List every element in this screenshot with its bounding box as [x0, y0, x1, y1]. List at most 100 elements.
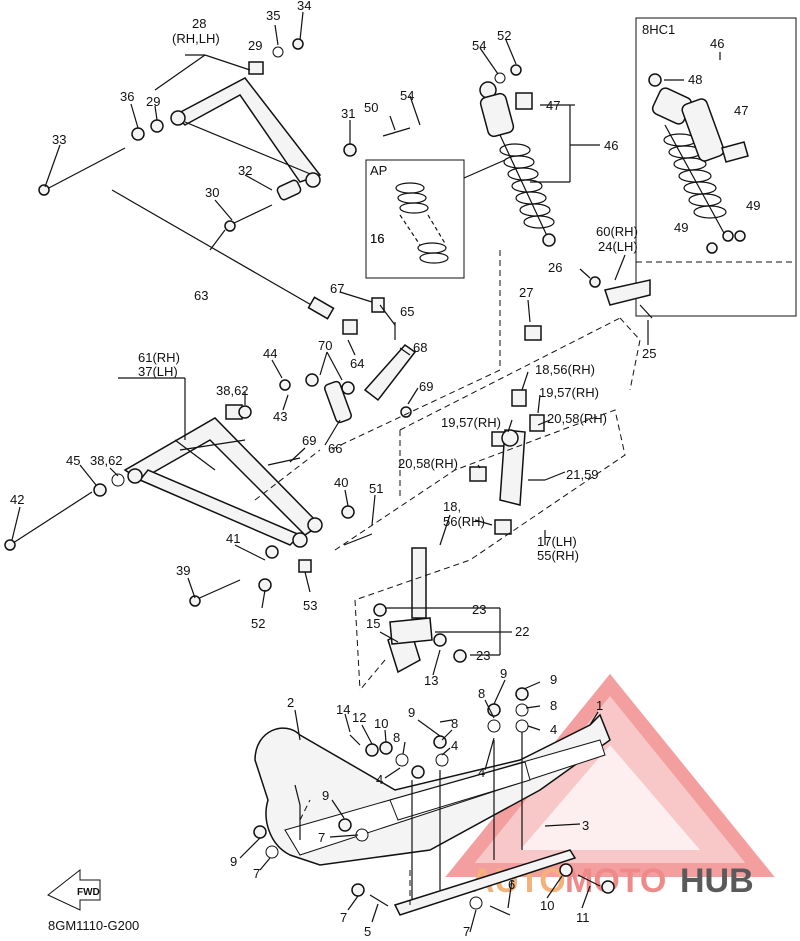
callout: 9: [322, 788, 329, 803]
callout: 4: [376, 772, 383, 787]
callout: 50: [364, 100, 378, 115]
callout: 53: [303, 598, 317, 613]
callout: 15: [366, 616, 380, 631]
inset-ap: AP 16: [365, 159, 506, 279]
callout: 20,58(RH): [547, 411, 607, 426]
inset-8hc1: 8HC1 46 48 47 49 49: [635, 17, 797, 317]
callout: 29: [248, 38, 262, 53]
callout: 70: [318, 338, 332, 353]
callout: 17(LH): [537, 534, 577, 549]
upper-arm-shaft: [38, 119, 164, 196]
callout: 6: [508, 877, 515, 892]
callout: 25: [642, 346, 656, 361]
callout: 40: [334, 475, 348, 490]
long-rod: [111, 189, 335, 320]
callout: 1: [596, 698, 603, 713]
inset-ap-label-16: 16: [370, 231, 384, 246]
callout: 9: [230, 854, 237, 869]
callout-labels: 28 (RH,LH) 35 34 29 36 29 33 31 50 54 54…: [10, 0, 656, 939]
callout: 38,62: [216, 383, 249, 398]
callout: 34: [297, 0, 311, 13]
callout: 52: [497, 28, 511, 43]
callout: 55(RH): [537, 548, 579, 563]
callout: 54: [400, 88, 414, 103]
linkage-brackets: [238, 297, 417, 546]
inset-shock-absorber-icon: [648, 73, 749, 254]
callout: 4: [550, 722, 557, 737]
callout: 10: [540, 898, 554, 913]
callout: 51: [369, 481, 383, 496]
callout: 35: [266, 8, 280, 23]
callout: 60(RH): [596, 224, 638, 239]
callout: 21,59: [566, 467, 599, 482]
callout: 36: [120, 89, 134, 104]
callout: 42: [10, 492, 24, 507]
callout: 31: [341, 106, 355, 121]
callout: 12: [352, 710, 366, 725]
callout: 19,57(RH): [539, 385, 599, 400]
callout: 3: [582, 818, 589, 833]
diagram-code: 8GM1110-G200: [48, 918, 139, 933]
watermark-word-hub: HUB: [680, 862, 754, 900]
inset-ap-title: AP: [370, 163, 387, 178]
main-shock-absorber: [479, 64, 556, 247]
callout: 7: [253, 866, 260, 881]
rear-a-arm: [123, 404, 323, 548]
callout: 63: [194, 288, 208, 303]
inset-label-49-left: 49: [674, 220, 688, 235]
callout: 41: [226, 531, 240, 546]
callout: 39: [176, 563, 190, 578]
watermark-logo: AUTO MOTO HUB: [445, 673, 775, 900]
callout: 14: [336, 702, 350, 717]
callout: 4: [451, 738, 458, 753]
callout: (RH,LH): [172, 31, 220, 46]
callout: 8: [393, 730, 400, 745]
callout: 16: [370, 231, 384, 246]
callout: 5: [364, 924, 371, 939]
callout: 28: [192, 16, 206, 31]
callout: 24(LH): [598, 239, 638, 254]
callout: 54: [472, 38, 486, 53]
callout: 23: [472, 602, 486, 617]
callout: 22: [515, 624, 529, 639]
callout: 45: [66, 453, 80, 468]
callout: 7: [463, 924, 470, 939]
callout: 66: [328, 441, 342, 456]
callout: 4: [478, 765, 485, 780]
callout: 64: [350, 356, 364, 371]
inset-label-46: 46: [710, 36, 724, 51]
callout: 61(RH): [138, 350, 180, 365]
callout: 2: [287, 695, 294, 710]
callout: 9: [550, 672, 557, 687]
callout: 47: [546, 98, 560, 113]
leader-lines: [11, 11, 649, 933]
callout: 9: [500, 666, 507, 681]
steering-knuckle-bracket: [469, 276, 653, 535]
fwd-direction-icon: FWD: [47, 868, 101, 911]
fwd-label: FWD: [77, 887, 100, 898]
upper-a-arm: [170, 38, 322, 188]
callout: 26: [548, 260, 562, 275]
callout: 18,: [443, 499, 461, 514]
callout: 33: [52, 132, 66, 147]
dashed-leader-lines: [254, 250, 641, 905]
callout: 43: [273, 409, 287, 424]
callout: 27: [519, 285, 533, 300]
callout: 8: [478, 686, 485, 701]
callout: 19,57(RH): [441, 415, 501, 430]
watermark-word-moto: MOTO: [565, 862, 666, 900]
callout: 23: [476, 648, 490, 663]
callout: 38,62: [90, 453, 123, 468]
callout: 7: [340, 910, 347, 925]
inset-label-48: 48: [688, 72, 702, 87]
callout: 65: [400, 304, 414, 319]
callout: 44: [263, 346, 277, 361]
callout: 69: [302, 433, 316, 448]
callout: 30: [205, 185, 219, 200]
callout: 37(LH): [138, 364, 178, 379]
spring-icon: [395, 182, 449, 264]
inset-label-49-right: 49: [746, 198, 760, 213]
callout: 32: [238, 163, 252, 178]
callout: 52: [251, 616, 265, 631]
